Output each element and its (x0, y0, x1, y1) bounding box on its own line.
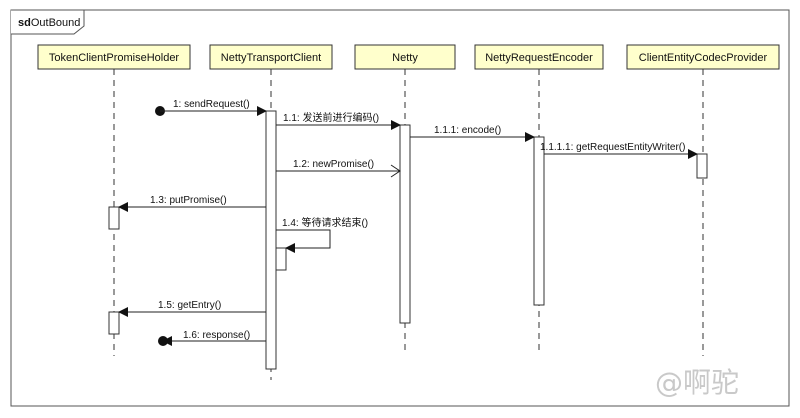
message-label-getentry: 1.5: getEntry() (158, 300, 221, 311)
lifeline-title-encoder: NettyRequestEncoder (485, 52, 593, 64)
message-putpromise: 1.3: putPromise() (118, 195, 266, 212)
activation-holder-2 (108, 311, 120, 335)
message-encode: 1.1.1: encode() (410, 125, 535, 142)
lifeline-box-holder (37, 44, 191, 70)
open-arrow-head (390, 164, 401, 178)
message-label-get-request-entity-writer: 1.1.1.1: getRequestEntityWriter() (540, 142, 685, 153)
message-newpromise: 1.2: newPromise() (276, 159, 401, 178)
activation-transport-self (275, 247, 287, 271)
message-label-encode-before-send: 1.1: 发送前进行编码() (283, 111, 379, 124)
frame: sdOutBound (10, 9, 790, 407)
lifeline-title-holder: TokenClientPromiseHolder (49, 52, 180, 64)
activation-codec (696, 153, 708, 179)
frame-title: sdOutBound (18, 17, 80, 29)
message-label-putpromise: 1.3: putPromise() (150, 195, 227, 206)
activation-encoder (533, 136, 545, 306)
lifeline-title-codec: ClientEntityCodecProvider (639, 52, 768, 64)
message-label-newpromise: 1.2: newPromise() (293, 159, 374, 170)
lifeline-title-transport: NettyTransportClient (221, 52, 321, 64)
watermark: @啊驼 (655, 366, 739, 399)
message-label-encode: 1.1.1: encode() (434, 125, 501, 136)
message-wait-request-end: 1.4: 等待请求结束() (276, 216, 368, 253)
activation-netty (399, 124, 411, 324)
frame-keyword: sd (18, 17, 31, 29)
lifeline-codec: ClientEntityCodecProvider (626, 44, 780, 356)
message-sendrequest: 1: sendRequest() (155, 99, 267, 116)
message-get-request-entity-writer: 1.1.1.1: getRequestEntityWriter() (540, 142, 698, 159)
message-response: 1.6: response() (158, 330, 266, 346)
message-label-response: 1.6: response() (183, 330, 250, 341)
activation-transport (265, 110, 277, 370)
lifeline-title-netty: Netty (392, 52, 418, 64)
activation-holder-1 (108, 206, 120, 230)
message-encode-before-send: 1.1: 发送前进行编码() (276, 111, 401, 130)
lifeline-box-encoder (474, 44, 604, 70)
message-getentry: 1.5: getEntry() (118, 300, 266, 317)
frame-name: OutBound (31, 17, 81, 29)
message-label-wait-request-end: 1.4: 等待请求结束() (282, 216, 368, 229)
message-label-sendrequest: 1: sendRequest() (173, 99, 250, 110)
lost-message-dot (158, 336, 168, 346)
